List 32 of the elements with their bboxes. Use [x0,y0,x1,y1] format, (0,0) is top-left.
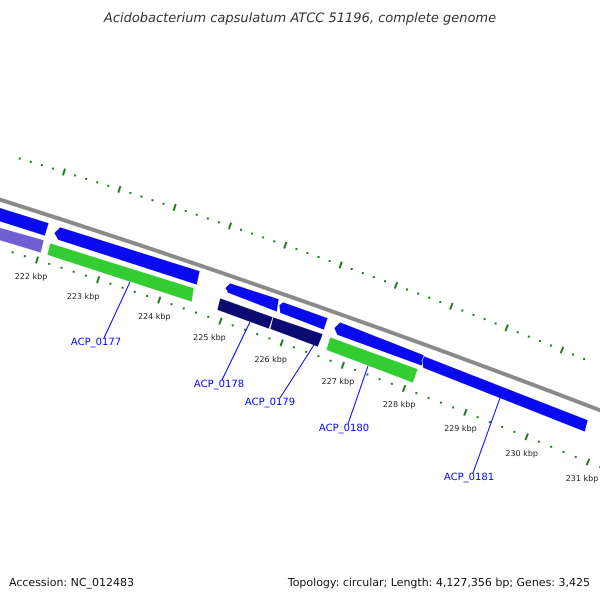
gene-segment [46,242,194,302]
locus-label: ACP_0177 [70,337,122,349]
accession-text: Accession: NC_012483 [9,575,134,591]
gene-segment [334,322,424,366]
gene-segment [216,298,274,330]
scale-label: 225 kbp [193,333,226,344]
leader-line [280,344,314,398]
locus-label: ACP_0180 [318,423,370,435]
scale-label: 226 kbp [254,354,287,365]
scale-label: 230 kbp [505,448,538,459]
scale-label: 229 kbp [444,424,477,434]
gene-segment [54,226,200,286]
locus-label: ACP_0181 [444,472,494,484]
gene-segment [0,226,44,254]
scale-label: 224 kbp [138,312,171,322]
scale-label: 231 kbp [566,474,598,484]
scale-label: 228 kbp [382,400,416,410]
gene-segment [0,206,50,236]
scale-label: 222 kbp [14,272,48,282]
scale-label: 223 kbp [66,292,100,302]
gene-segment [270,316,324,348]
locus-label: ACP_0178 [194,379,244,391]
leader-line [472,398,500,474]
genome-summary: Topology: circular; Length: 4,127,356 bp; Genes: 3,425 [288,575,590,591]
scale-label: 227 kbp [322,377,354,388]
gene-segment [278,302,328,330]
gene-segment [224,282,280,312]
map-title: Acidobacterium capsulatum ATCC 51196, complete genome [104,10,496,28]
leader-line [348,366,368,424]
leader-line [222,322,250,380]
gene-segment [422,356,588,432]
locus-label: ACP_0179 [244,397,296,409]
